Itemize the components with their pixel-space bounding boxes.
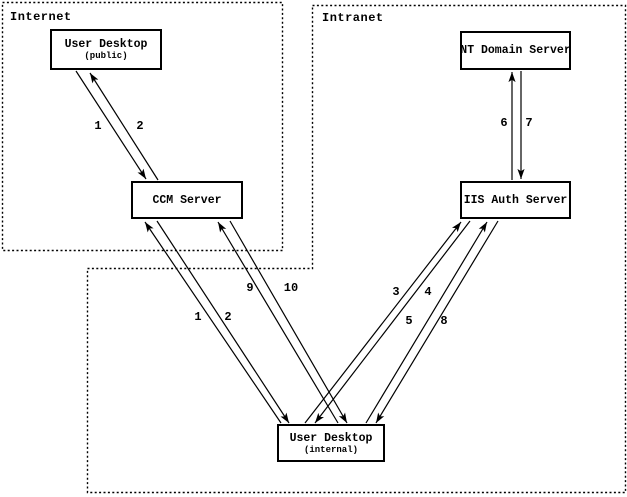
flow-label-1-public: 1	[94, 119, 102, 133]
node-title: CCM Server	[152, 193, 222, 207]
node-subtitle: (internal)	[303, 444, 358, 455]
flow-label-8: 8	[440, 314, 448, 328]
arrow-8-iis-to-internal-desktop	[375, 220, 499, 424]
intranet-zone-label: Intranet	[322, 11, 384, 25]
arrow-2-ccm-to-public-desktop	[89, 72, 159, 181]
arrow-3-internal-desktop-to-iis	[304, 221, 462, 424]
node-title: NT Domain Server	[460, 44, 571, 57]
flow-label-9: 9	[246, 281, 254, 295]
intranet-zone-border	[86, 4, 627, 494]
flow-label-1-internal: 1	[194, 310, 202, 324]
node-ccm-server: CCM Server	[131, 181, 243, 219]
node-iis-auth-server: IIS Auth Server	[460, 181, 571, 219]
flow-label-7: 7	[525, 116, 533, 130]
flow-label-10: 10	[283, 281, 299, 295]
internet-zone-label: Internet	[10, 10, 72, 24]
arrow-1-public-desktop-to-ccm	[75, 70, 147, 180]
node-user-desktop-internal: User Desktop (internal)	[277, 424, 385, 462]
node-title: User Desktop	[64, 38, 148, 51]
node-title: User Desktop	[289, 431, 373, 445]
arrow-9-internal-desktop-to-ccm	[217, 221, 339, 424]
node-subtitle: (public)	[84, 51, 128, 61]
flow-label-2-public: 2	[136, 119, 144, 133]
arrow-4-iis-to-internal-desktop	[314, 220, 471, 424]
flow-label-5: 5	[405, 314, 413, 328]
arrow-2-ccm-to-internal-desktop	[156, 220, 290, 424]
arrow-1-internal-desktop-to-ccm	[144, 221, 282, 424]
arrow-5-internal-desktop-to-iis	[365, 221, 488, 424]
arrow-10-ccm-to-internal-desktop	[229, 220, 348, 424]
node-title: IIS Auth Server	[463, 193, 568, 207]
flow-label-6: 6	[500, 116, 508, 130]
flow-label-2-internal: 2	[224, 310, 232, 324]
flow-label-4: 4	[424, 285, 432, 299]
node-nt-domain-server: NT Domain Server	[460, 31, 571, 70]
flow-label-3: 3	[392, 285, 400, 299]
node-user-desktop-public: User Desktop (public)	[50, 29, 162, 70]
